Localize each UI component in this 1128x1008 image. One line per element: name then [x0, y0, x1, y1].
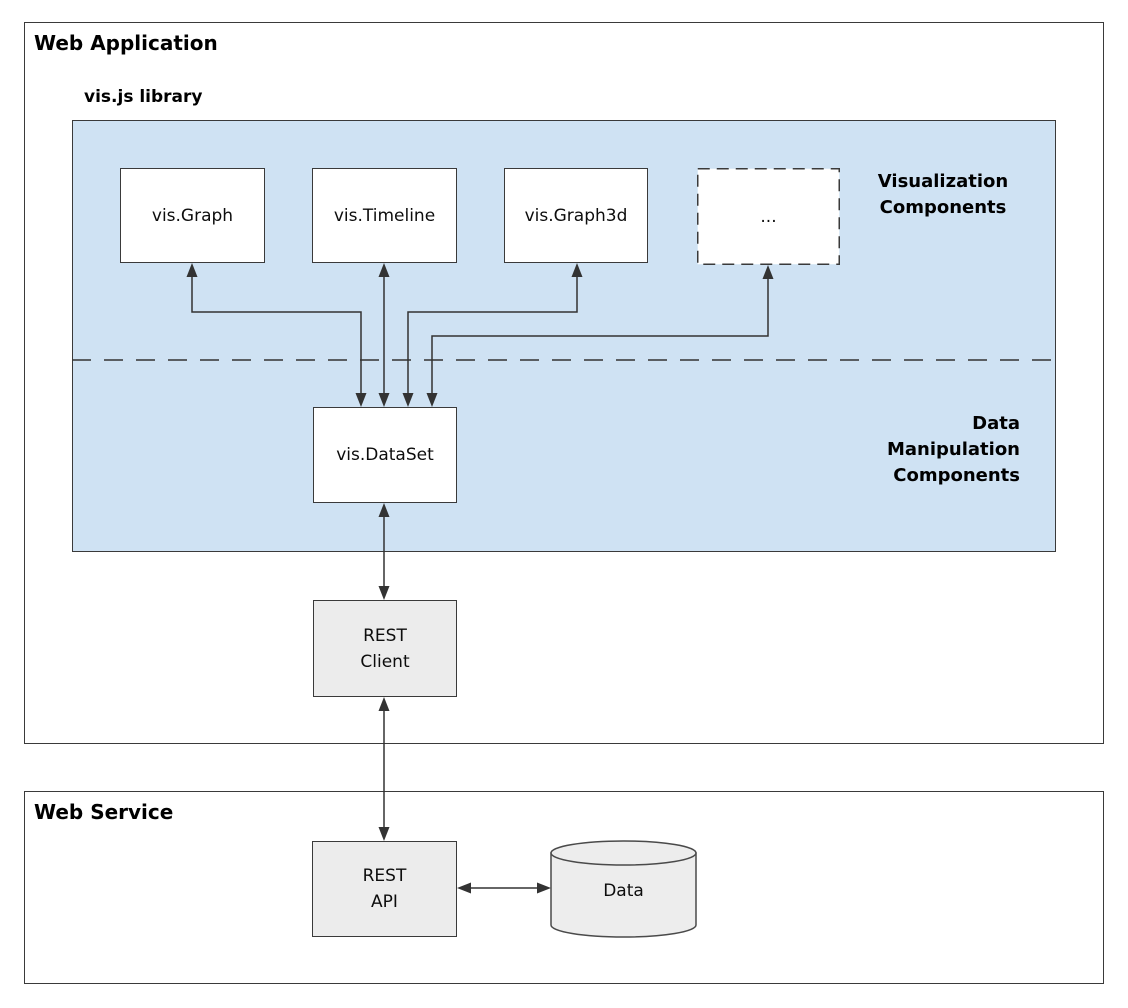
- more-components-label: ...: [760, 206, 777, 227]
- rest-client-box: REST Client: [313, 600, 457, 697]
- web-service-title: Web Service: [34, 800, 174, 824]
- component-box-vis-timeline: vis.Timeline: [312, 168, 457, 263]
- rest-client-label: REST Client: [360, 625, 410, 672]
- vis-graph3d-label: vis.Graph3d: [524, 205, 628, 226]
- component-box-vis-graph: vis.Graph: [120, 168, 265, 263]
- database-label: Data: [603, 881, 644, 901]
- visualization-components-label: Visualization Components: [877, 171, 1009, 218]
- vis-graph-label: vis.Graph: [151, 205, 234, 226]
- web-application-title: Web Application: [34, 31, 218, 55]
- vis-timeline-label: vis.Timeline: [333, 205, 436, 226]
- data-manipulation-components-label: Data Manipulation Components: [886, 413, 1020, 486]
- visjs-library-title: vis.js library: [84, 87, 203, 107]
- component-box-more: ...: [697, 168, 840, 265]
- vis-dataset-box: vis.DataSet: [313, 407, 457, 503]
- component-box-vis-graph3d: vis.Graph3d: [504, 168, 648, 263]
- rest-api-box: REST API: [312, 841, 457, 937]
- vis-dataset-label: vis.DataSet: [336, 445, 434, 465]
- rest-api-label: REST API: [362, 866, 407, 912]
